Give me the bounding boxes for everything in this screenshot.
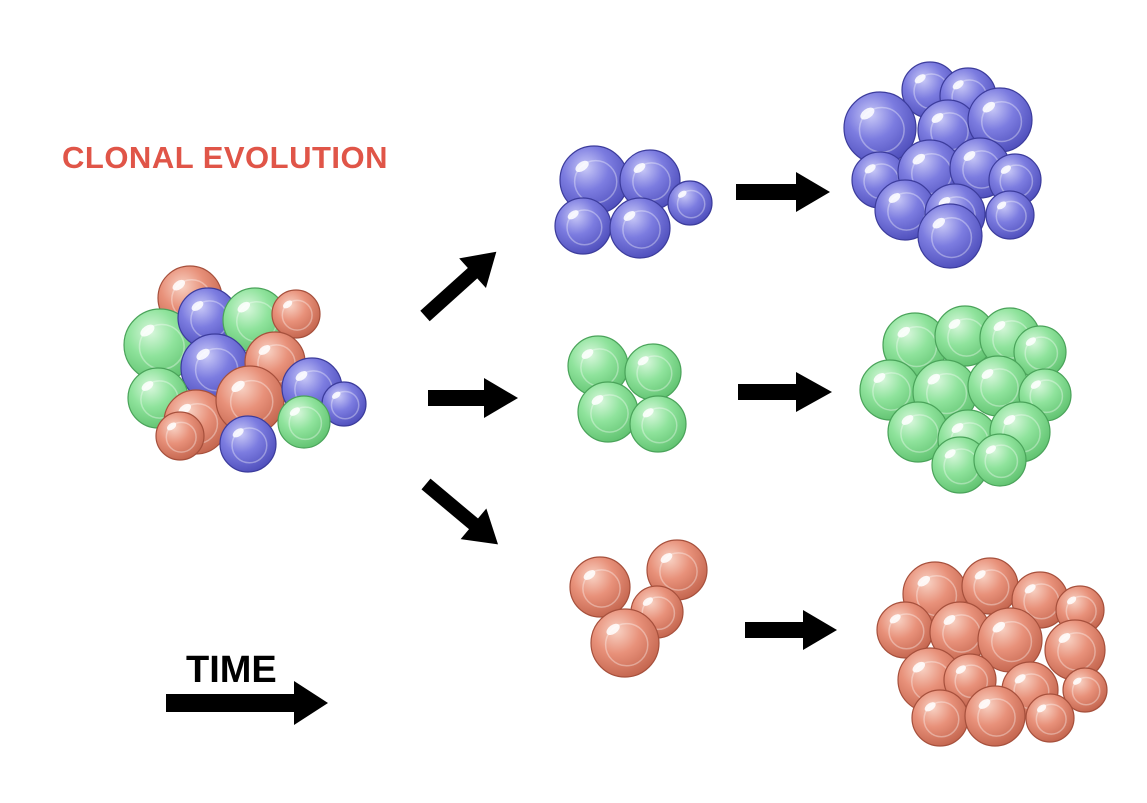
arrow-icon-growth-blue	[736, 172, 830, 212]
cell-icon	[155, 411, 205, 461]
orange-clone-large-cluster	[876, 557, 1108, 747]
cell-icon	[876, 601, 934, 659]
cell-icon	[967, 87, 1033, 153]
cell-icon	[667, 180, 713, 226]
cell-icon	[1044, 619, 1106, 681]
arrow-icon-branch-up	[420, 251, 497, 322]
cell-icon	[934, 305, 996, 367]
cell-icon	[843, 91, 917, 165]
cell-icon	[577, 381, 639, 443]
arrow-icon-growth-orange	[745, 610, 837, 650]
cell-icon	[977, 607, 1043, 673]
arrow-icon-time	[166, 681, 328, 725]
cell-icon	[964, 685, 1026, 747]
mixed-tumor-cluster	[123, 265, 367, 473]
diagram-title: CLONAL EVOLUTION	[62, 140, 389, 175]
cell-icon	[569, 556, 631, 618]
arrow-icon-growth-green	[738, 372, 832, 412]
cell-icon	[985, 190, 1035, 240]
cell-clusters	[123, 61, 1108, 747]
cell-icon	[609, 197, 671, 259]
orange-clone-small-cluster	[569, 539, 708, 678]
time-label: TIME	[186, 649, 277, 691]
arrow-icon-branch-middle	[428, 378, 518, 418]
cell-icon	[911, 689, 969, 747]
cell-icon	[1062, 667, 1108, 713]
cell-icon	[929, 601, 991, 663]
cell-icon	[1025, 693, 1075, 743]
cell-icon	[590, 608, 660, 678]
cell-icon	[917, 203, 983, 269]
cell-icon	[624, 343, 682, 401]
arrows	[166, 172, 837, 725]
cell-icon	[619, 149, 681, 211]
green-clone-large-cluster	[859, 305, 1072, 494]
blue-clone-small-cluster	[554, 145, 713, 259]
cell-icon	[973, 433, 1027, 487]
cell-icon	[321, 381, 367, 427]
arrow-icon-branch-down	[421, 478, 499, 545]
blue-clone-large-cluster	[843, 61, 1042, 269]
cell-icon	[629, 395, 687, 453]
cell-icon	[219, 415, 277, 473]
cell-icon	[554, 197, 612, 255]
cell-icon	[271, 289, 321, 339]
cell-icon	[277, 395, 331, 449]
green-clone-small-cluster	[567, 335, 687, 453]
